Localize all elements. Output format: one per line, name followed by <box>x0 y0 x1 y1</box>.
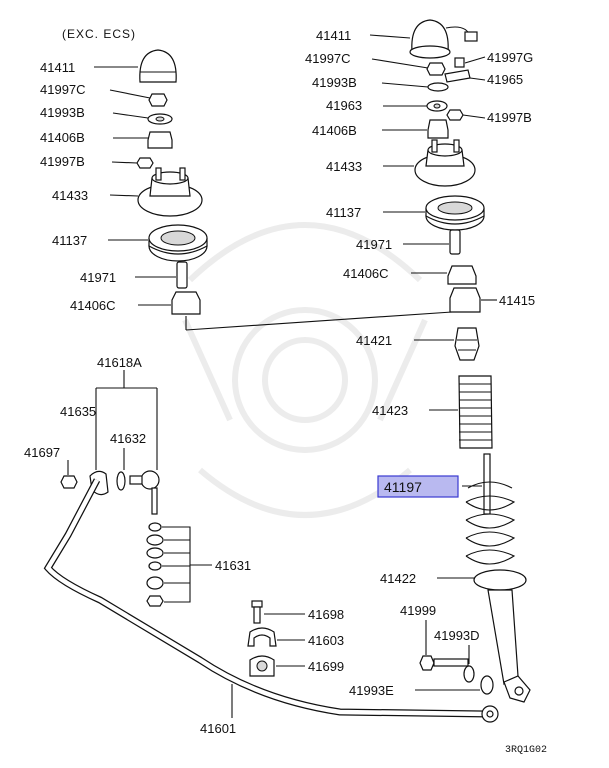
label-41993b-left: 41993B <box>40 105 85 120</box>
label-41423: 41423 <box>372 403 408 418</box>
part-41406b-left <box>147 131 173 149</box>
label-41997c-right: 41997C <box>305 51 351 66</box>
label-41971-right: 41971 <box>356 237 392 252</box>
part-41697 <box>60 475 78 489</box>
left-strut-parts <box>136 49 208 315</box>
label-41421: 41421 <box>356 333 392 348</box>
part-41422-shock-absorber <box>473 569 531 703</box>
part-41993d <box>463 665 475 683</box>
label-41433-left: 41433 <box>52 188 88 203</box>
part-41411-right <box>411 19 449 53</box>
label-41411-left: 41411 <box>40 60 75 75</box>
label-41997g: 41997G <box>487 50 533 65</box>
label-41197[interactable]: 41197 <box>384 479 422 495</box>
part-41997g <box>454 57 465 68</box>
right-strut-parts <box>409 19 531 703</box>
label-41698: 41698 <box>308 607 344 622</box>
label-41971-left: 41971 <box>80 270 116 285</box>
part-41603 <box>247 627 277 647</box>
left-lead-lines <box>94 66 453 331</box>
label-41997b-left: 41997B <box>40 154 85 169</box>
highlight-box[interactable] <box>377 475 459 498</box>
part-41411-left <box>139 49 177 83</box>
label-41963: 41963 <box>326 98 362 113</box>
label-41699: 41699 <box>308 659 344 674</box>
label-41632: 41632 <box>110 431 146 446</box>
figure-code: 3RQ1G02 <box>505 745 547 756</box>
label-41993e: 41993E <box>349 683 394 698</box>
part-41997b-left <box>136 157 154 169</box>
label-41406c-right: 41406C <box>343 266 389 281</box>
part-41997c-right <box>426 62 446 76</box>
part-41993b-right <box>427 82 449 92</box>
label-41603: 41603 <box>308 633 344 648</box>
part-41601-bar <box>43 478 489 718</box>
part-41406c-left <box>171 291 201 315</box>
part-41406b-right <box>427 119 449 139</box>
part-41999-bolt <box>419 655 469 671</box>
sensor-connector <box>464 31 478 42</box>
label-41137-right: 41137 <box>326 205 361 220</box>
part-41631-stack <box>146 522 212 607</box>
part-41197-coil-spring <box>465 453 516 565</box>
header-note: (EXC. ECS) <box>62 27 136 41</box>
label-41406c-left: 41406C <box>70 298 116 313</box>
part-41971-left <box>176 261 188 289</box>
part-41997b-right <box>446 109 464 121</box>
part-41993e <box>480 675 494 695</box>
label-41997c-left: 41997C <box>40 82 86 97</box>
watermark-emblem <box>182 222 428 518</box>
label-41635: 41635 <box>60 404 96 419</box>
part-41415 <box>449 287 481 313</box>
label-41415: 41415 <box>499 293 535 308</box>
part-41997c-left <box>148 93 168 107</box>
right-lead-lines <box>369 34 497 691</box>
label-41433-right: 41433 <box>326 159 362 174</box>
label-41965: 41965 <box>487 72 523 87</box>
part-41618a-link <box>129 470 160 515</box>
label-41993b-right: 41993B <box>312 75 357 90</box>
label-41631: 41631 <box>215 558 251 573</box>
label-41411-right: 41411 <box>316 28 351 43</box>
stabilizer-parts <box>43 370 499 723</box>
label-41406b-right: 41406B <box>312 123 357 138</box>
part-41632 <box>116 471 126 491</box>
label-41993d: 41993D <box>434 628 480 643</box>
label-41697: 41697 <box>24 445 60 460</box>
part-41406c-right <box>447 265 477 285</box>
label-41997b-right: 41997B <box>487 110 532 125</box>
label-41999: 41999 <box>400 603 436 618</box>
label-41137-left: 41137 <box>52 233 87 248</box>
part-41421 <box>454 327 480 361</box>
part-41965 <box>444 69 471 83</box>
part-41698-bolt <box>251 600 263 624</box>
label-41618a: 41618A <box>97 355 142 370</box>
label-41406b-left: 41406B <box>40 130 85 145</box>
label-41601: 41601 <box>200 721 236 736</box>
part-41423 <box>458 375 493 449</box>
label-41422: 41422 <box>380 571 416 586</box>
part-41971-right <box>449 229 461 255</box>
highlight-41197[interactable]: 41197 <box>377 475 459 498</box>
